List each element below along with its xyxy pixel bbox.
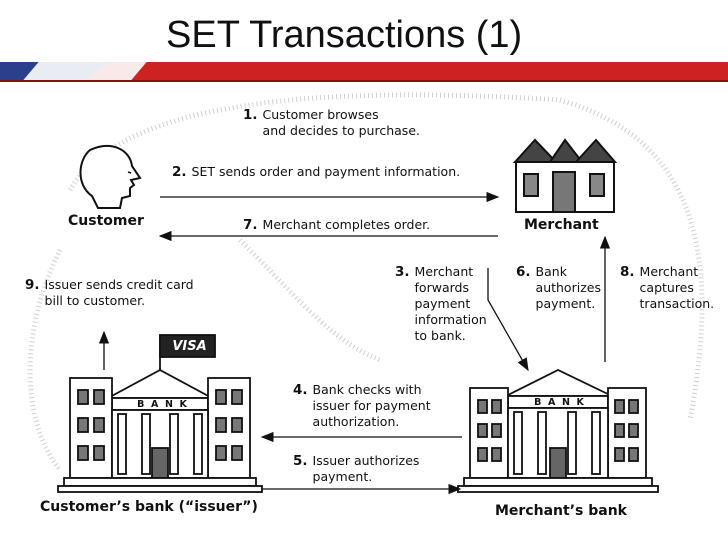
step-number: 8. xyxy=(620,264,635,280)
customers-bank-icon xyxy=(57,334,263,493)
customer-head-icon xyxy=(79,145,142,209)
header-banner xyxy=(0,58,728,84)
step-number: 2. xyxy=(172,164,187,180)
step-text: SET sends order and payment information. xyxy=(191,164,461,179)
step-5: 5.Issuer authorizes payment. xyxy=(293,453,419,485)
step-6: 6.Bank authorizes payment. xyxy=(516,264,601,312)
step-text: Merchant captures transaction. xyxy=(639,264,715,311)
step-text: Customer browses and decides to purchase… xyxy=(262,107,420,138)
step-1: 1.Customer browses and decides to purcha… xyxy=(243,107,420,139)
step-text: Merchant forwards payment information to… xyxy=(414,264,487,343)
step-text: Issuer authorizes payment. xyxy=(312,453,420,484)
step-text: Bank authorizes payment. xyxy=(535,264,601,311)
flow-loop-outlines xyxy=(27,92,705,472)
step-3: 3.Merchant forwards payment information … xyxy=(395,264,487,344)
step-number: 3. xyxy=(395,264,410,280)
step-number: 9. xyxy=(25,277,40,293)
step-number: 4. xyxy=(293,382,308,398)
customers-bank-label: Customer’s bank (“issuer”) xyxy=(40,499,258,515)
flow-arrows xyxy=(98,191,611,495)
slide-title: SET Transactions (1) xyxy=(166,14,523,56)
step-8: 8.Merchant captures transaction. xyxy=(620,264,714,312)
merchants-bank-sign: B A N K xyxy=(534,397,584,408)
step-text: Bank checks with issuer for payment auth… xyxy=(312,382,431,429)
merchant-store-icon xyxy=(512,138,618,213)
merchant-label: Merchant xyxy=(524,217,599,233)
customer-label: Customer xyxy=(68,213,144,229)
customers-bank-sign: B A N K xyxy=(137,399,187,410)
step-2: 2. SET sends order and payment informatio… xyxy=(172,164,460,180)
step-number: 5. xyxy=(293,453,308,469)
visa-card-sign: VISA xyxy=(172,339,207,354)
step-7: 7. Merchant completes order. xyxy=(243,217,430,233)
step-4: 4.Bank checks with issuer for payment au… xyxy=(293,382,431,430)
merchants-bank-icon xyxy=(457,368,659,493)
merchants-bank-label: Merchant’s bank xyxy=(495,503,627,519)
arrow-step-3 xyxy=(487,268,529,372)
step-text: Issuer sends credit card bill to custome… xyxy=(44,277,194,308)
step-9: 9.Issuer sends credit card bill to custo… xyxy=(25,277,194,309)
step-text: Merchant completes order. xyxy=(262,217,431,232)
step-number: 1. xyxy=(243,107,258,123)
step-number: 7. xyxy=(243,217,258,233)
step-number: 6. xyxy=(516,264,531,280)
